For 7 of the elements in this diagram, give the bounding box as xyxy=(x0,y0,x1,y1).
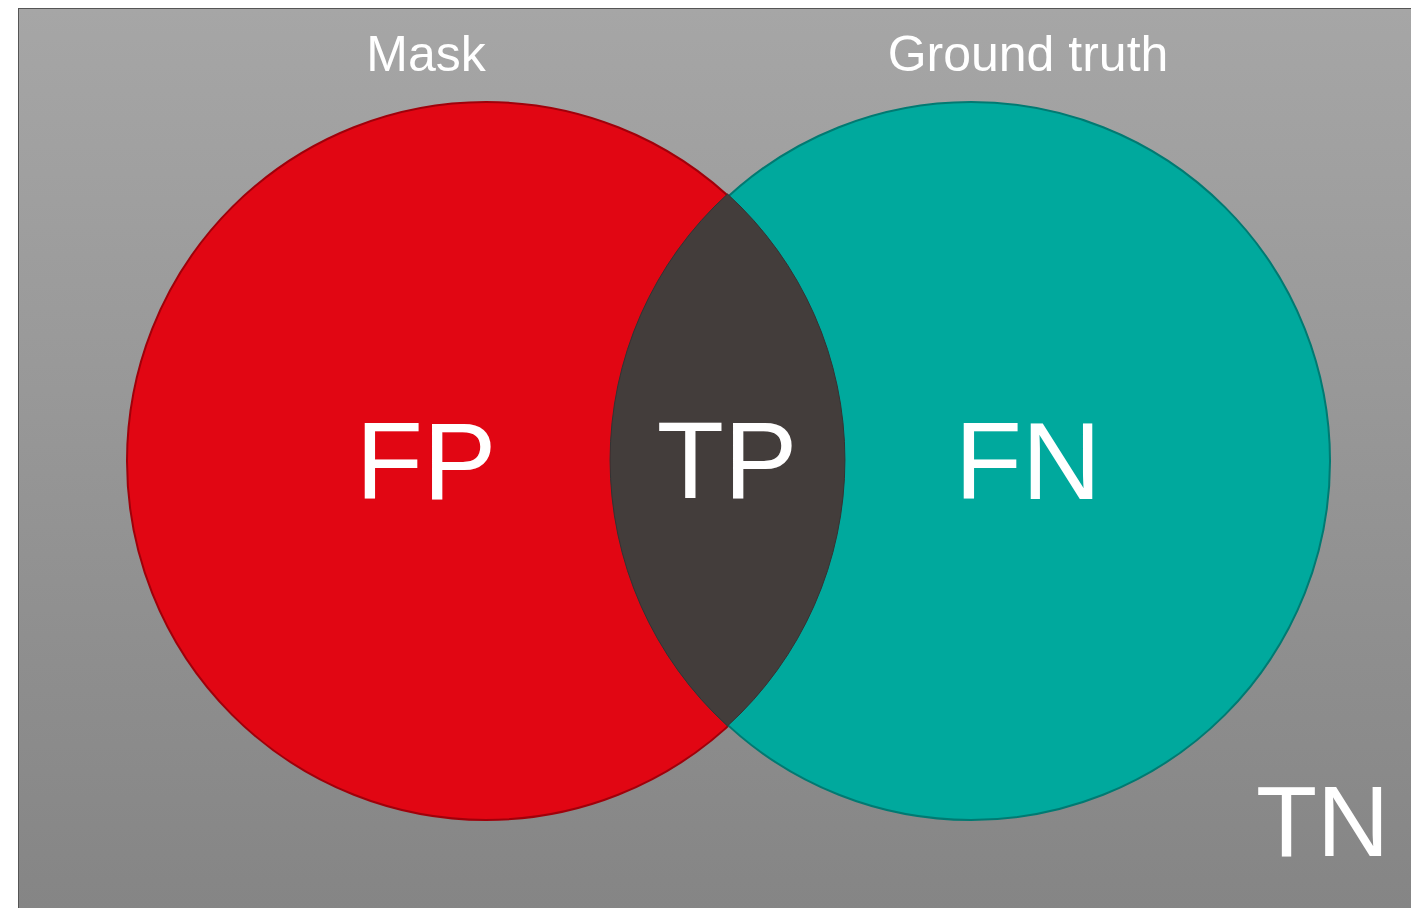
set-label: Mask xyxy=(366,29,486,79)
region-label: FP xyxy=(355,406,497,516)
background-panel xyxy=(18,8,1411,908)
region-label: TP xyxy=(656,405,798,515)
region-label: FN xyxy=(954,406,1102,516)
region-label: TN xyxy=(1256,771,1390,871)
set-label: Ground truth xyxy=(887,29,1169,79)
